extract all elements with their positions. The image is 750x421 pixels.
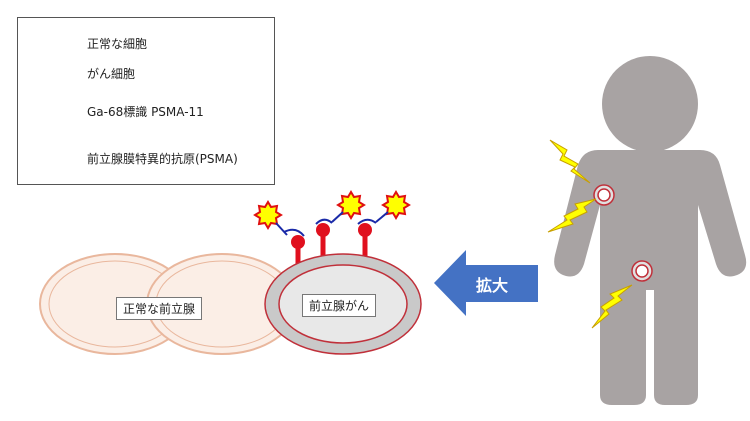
person-silhouette-icon [554,56,747,405]
bound-tracers [253,190,411,237]
body-cancer-cell-marker-1 [593,184,615,206]
tracer-2 [315,190,366,225]
normal-prostate-label: 正常な前立腺 [116,297,203,320]
legend-label-cancer-cell: がん細胞 [87,67,136,81]
legend-label-normal-cell: 正常な細胞 [87,37,148,51]
body-cancer-cell-marker-2 [631,260,653,282]
lightning-icon-1 [549,139,591,184]
tracer-3 [357,190,411,225]
tracer-1 [253,200,305,237]
magnify-arrow-label: 拡大 [476,276,509,295]
prostate-cancer-label: 前立腺がん [302,294,377,317]
lightning-icon-2 [547,198,597,233]
legend-label-psma-antigen: 前立腺膜特異的抗原(PSMA) [87,152,238,166]
magnify-arrow [434,250,538,316]
legend-label-ga68-tracer: Ga-68標識 PSMA-11 [87,105,204,119]
normal-prostate-cells [39,253,298,355]
legend [17,17,275,185]
cancer-surface-antigens [291,223,372,270]
lightning-icon-3 [591,284,633,329]
